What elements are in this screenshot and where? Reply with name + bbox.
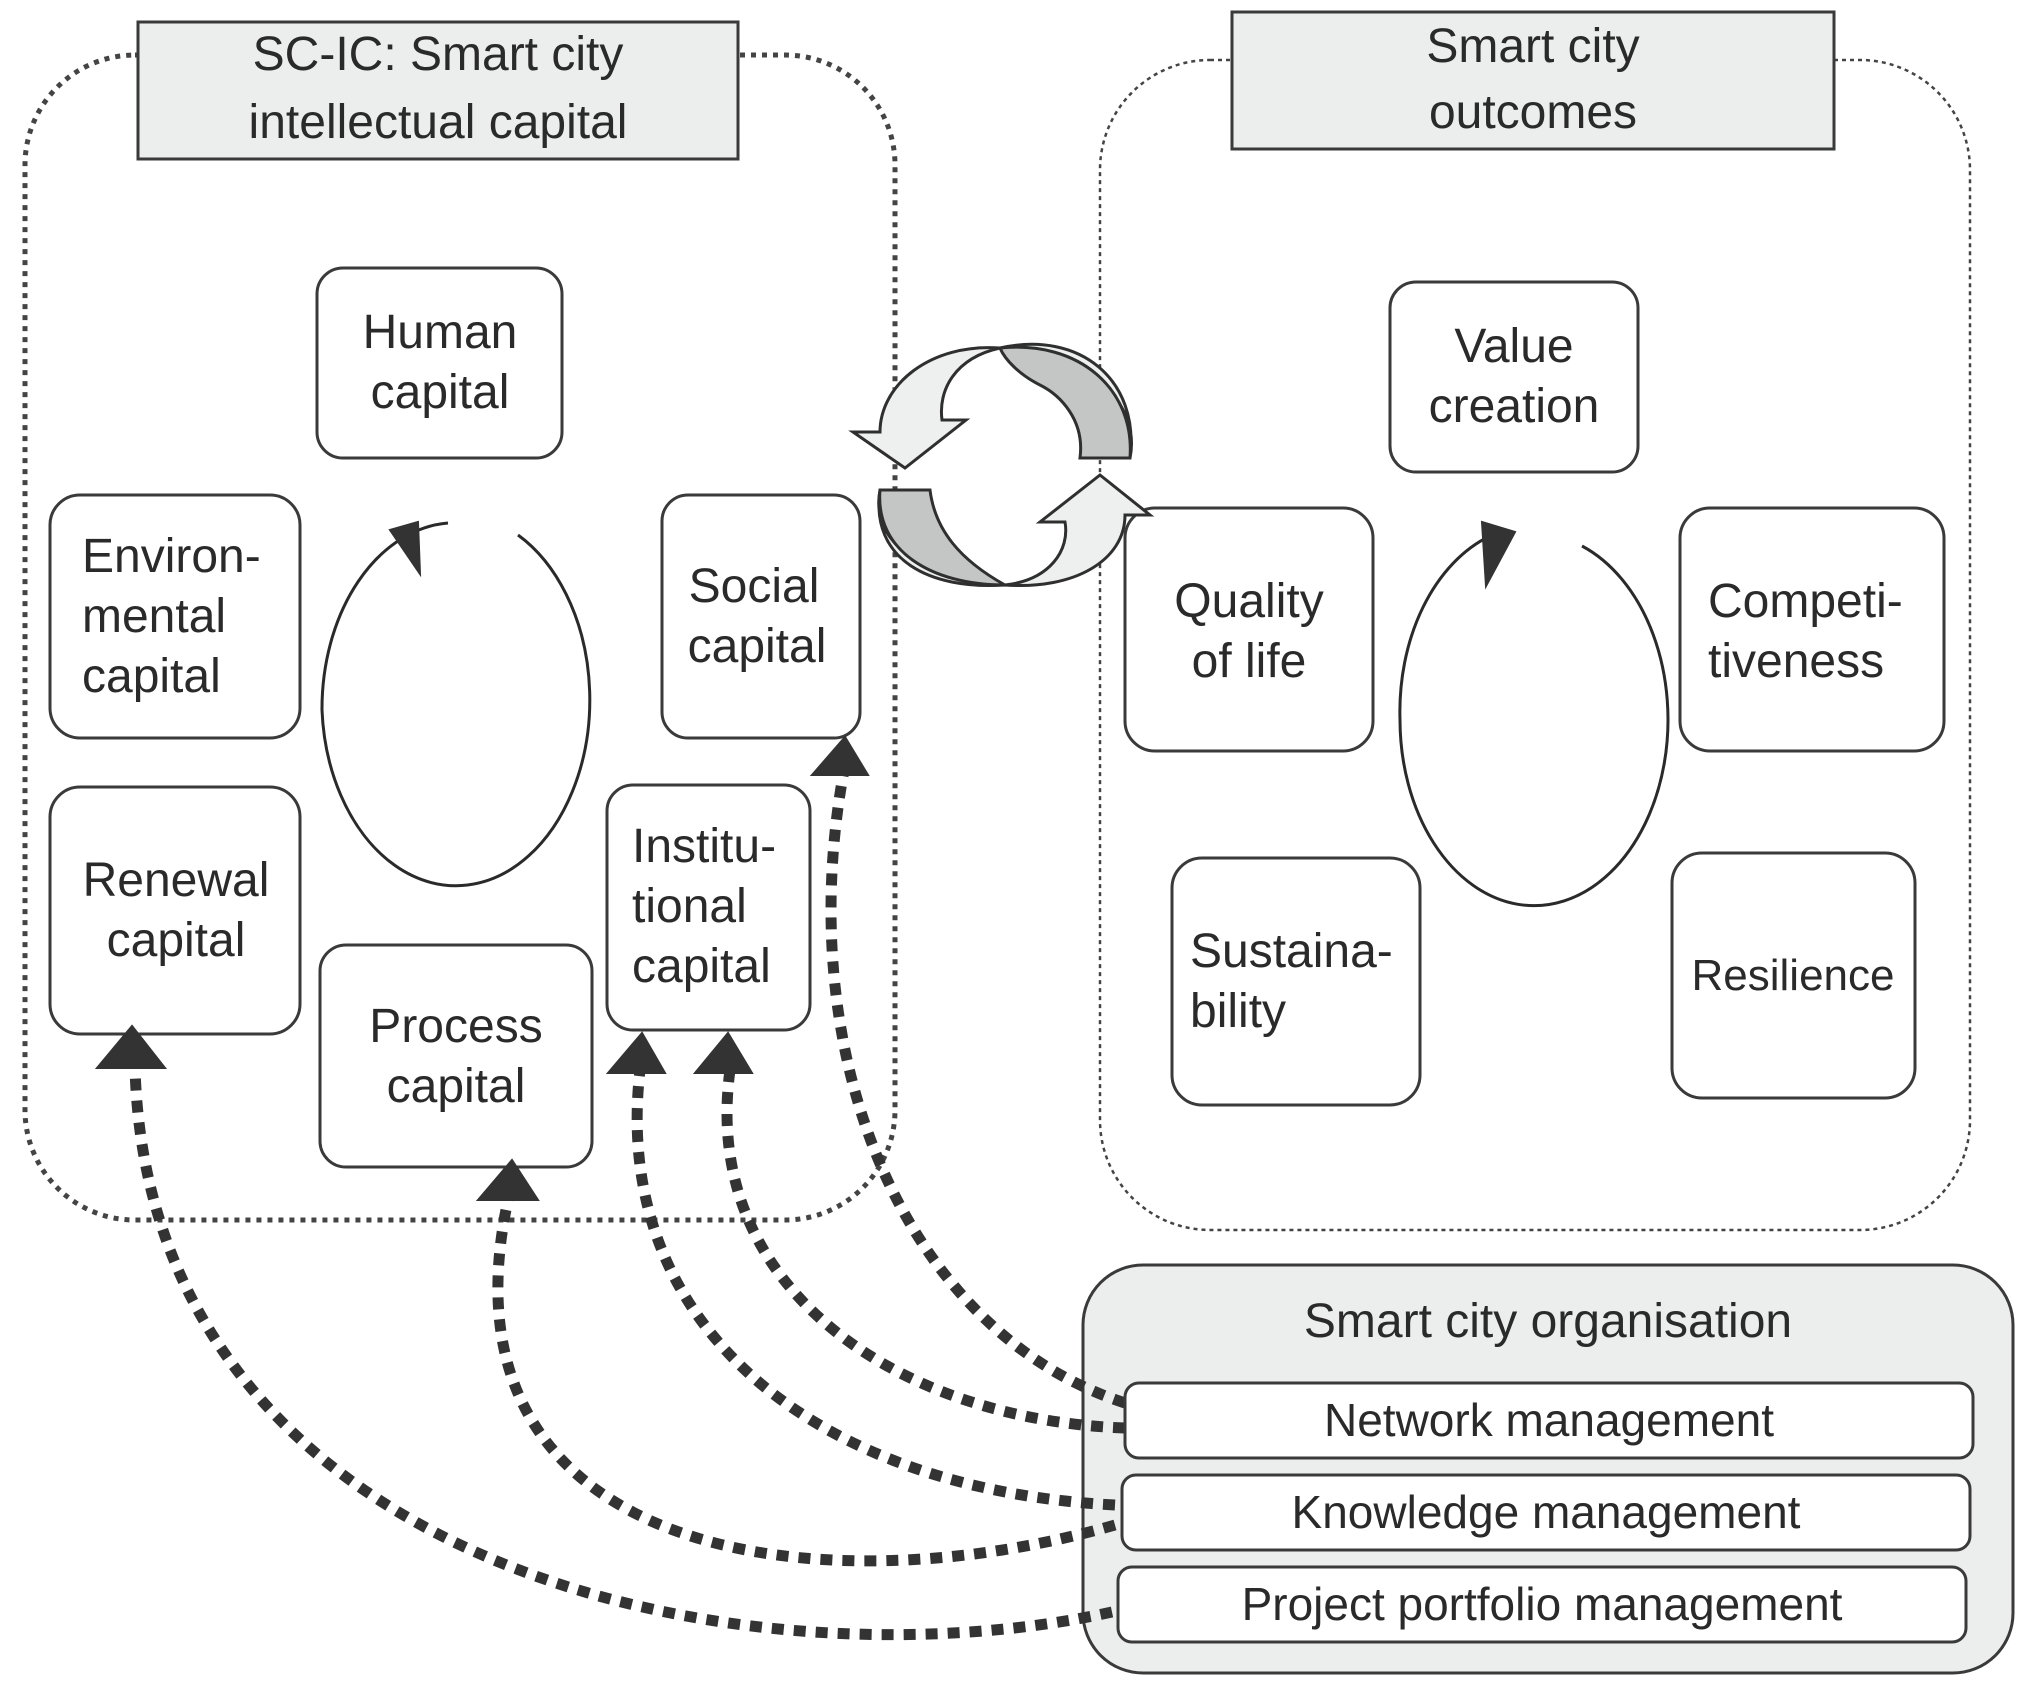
svg-text:tiveness: tiveness <box>1708 635 1884 688</box>
svg-text:bility: bility <box>1190 985 1286 1038</box>
sc-ic-cycle-arrow <box>320 520 592 888</box>
svg-text:tional: tional <box>632 880 747 933</box>
svg-text:Renewal: Renewal <box>83 854 270 907</box>
svg-text:Environ-: Environ- <box>82 530 261 583</box>
sc-ic-title-line-1: SC-IC: Smart city <box>253 28 624 81</box>
node-sustainability: Sustaina- bility <box>1170 856 1422 1107</box>
arrowhead-process <box>475 1158 540 1201</box>
svg-text:Human: Human <box>363 306 518 359</box>
svg-text:Resilience: Resilience <box>1692 951 1895 1000</box>
svg-text:capital: capital <box>82 650 221 703</box>
exchange-arrows <box>848 342 1155 588</box>
svg-text:Quality: Quality <box>1174 575 1323 628</box>
flow-knowledge-to-process <box>492 1198 1117 1567</box>
node-institutional-capital: Institu- tional capital <box>605 783 812 1032</box>
svg-text:Process: Process <box>369 1000 542 1053</box>
arrowhead-institutional-right <box>692 1031 754 1074</box>
svg-text:creation: creation <box>1429 380 1600 433</box>
svg-text:capital: capital <box>107 914 246 967</box>
node-value-creation: Value creation <box>1388 280 1640 474</box>
flow-knowledge-to-institutional <box>631 1069 1116 1511</box>
flow-network-to-social <box>825 763 1127 1409</box>
sc-ic-title: SC-IC: Smart city intellectual capital <box>136 20 740 161</box>
svg-text:Value: Value <box>1454 320 1573 373</box>
svg-text:Knowledge management: Knowledge management <box>1292 1486 1801 1538</box>
svg-text:mental: mental <box>82 590 226 643</box>
outcomes-title-line-1: Smart city <box>1426 20 1639 73</box>
arrowhead-renewal <box>94 1024 168 1069</box>
flow-portfolio-to-renewal <box>129 1067 1114 1641</box>
org-item-project-portfolio-management: Project portfolio management <box>1116 1565 1968 1644</box>
node-resilience: Resilience <box>1670 851 1917 1100</box>
svg-text:Project portfolio management: Project portfolio management <box>1242 1578 1843 1630</box>
node-process-capital: Process capital <box>318 943 594 1169</box>
influence-arrows <box>94 735 1127 1641</box>
node-quality-of-life: Quality of life <box>1123 506 1375 753</box>
outcomes-title-line-2: outcomes <box>1429 86 1637 139</box>
exchange-arrow-lower-band <box>878 488 1011 587</box>
node-human-capital: Human capital <box>315 266 564 460</box>
org-item-network-management: Network management <box>1123 1381 1975 1460</box>
sc-ic-title-line-2: intellectual capital <box>249 96 628 149</box>
arrowhead-social <box>809 735 870 776</box>
svg-text:Social: Social <box>689 560 820 613</box>
org-item-knowledge-management: Knowledge management <box>1120 1473 1972 1552</box>
svg-text:capital: capital <box>688 620 827 673</box>
exchange-arrow-upper-band <box>997 345 1132 460</box>
svg-text:Competi-: Competi- <box>1708 575 1903 628</box>
flow-network-to-institutional <box>721 1069 1126 1434</box>
outcomes-title: Smart city outcomes <box>1230 10 1836 151</box>
svg-text:capital: capital <box>387 1060 526 1113</box>
svg-text:capital: capital <box>632 940 771 993</box>
sc-ic-region <box>22 52 898 1223</box>
outcomes-region <box>1098 58 1972 1232</box>
node-environmental-capital: Environ- mental capital <box>48 493 302 740</box>
node-competitiveness: Competi- tiveness <box>1678 506 1946 753</box>
svg-text:Network management: Network management <box>1324 1394 1774 1446</box>
arrowhead-institutional-left <box>605 1031 667 1074</box>
outcomes-cycle-arrow <box>1398 520 1670 908</box>
svg-text:capital: capital <box>371 366 510 419</box>
svg-text:Institu-: Institu- <box>632 820 776 873</box>
svg-text:Sustaina-: Sustaina- <box>1190 925 1393 978</box>
node-renewal-capital: Renewal capital <box>48 785 302 1036</box>
node-social-capital: Social capital <box>660 493 862 740</box>
svg-text:of life: of life <box>1192 635 1307 688</box>
organisation-title: Smart city organisation <box>1304 1295 1792 1348</box>
